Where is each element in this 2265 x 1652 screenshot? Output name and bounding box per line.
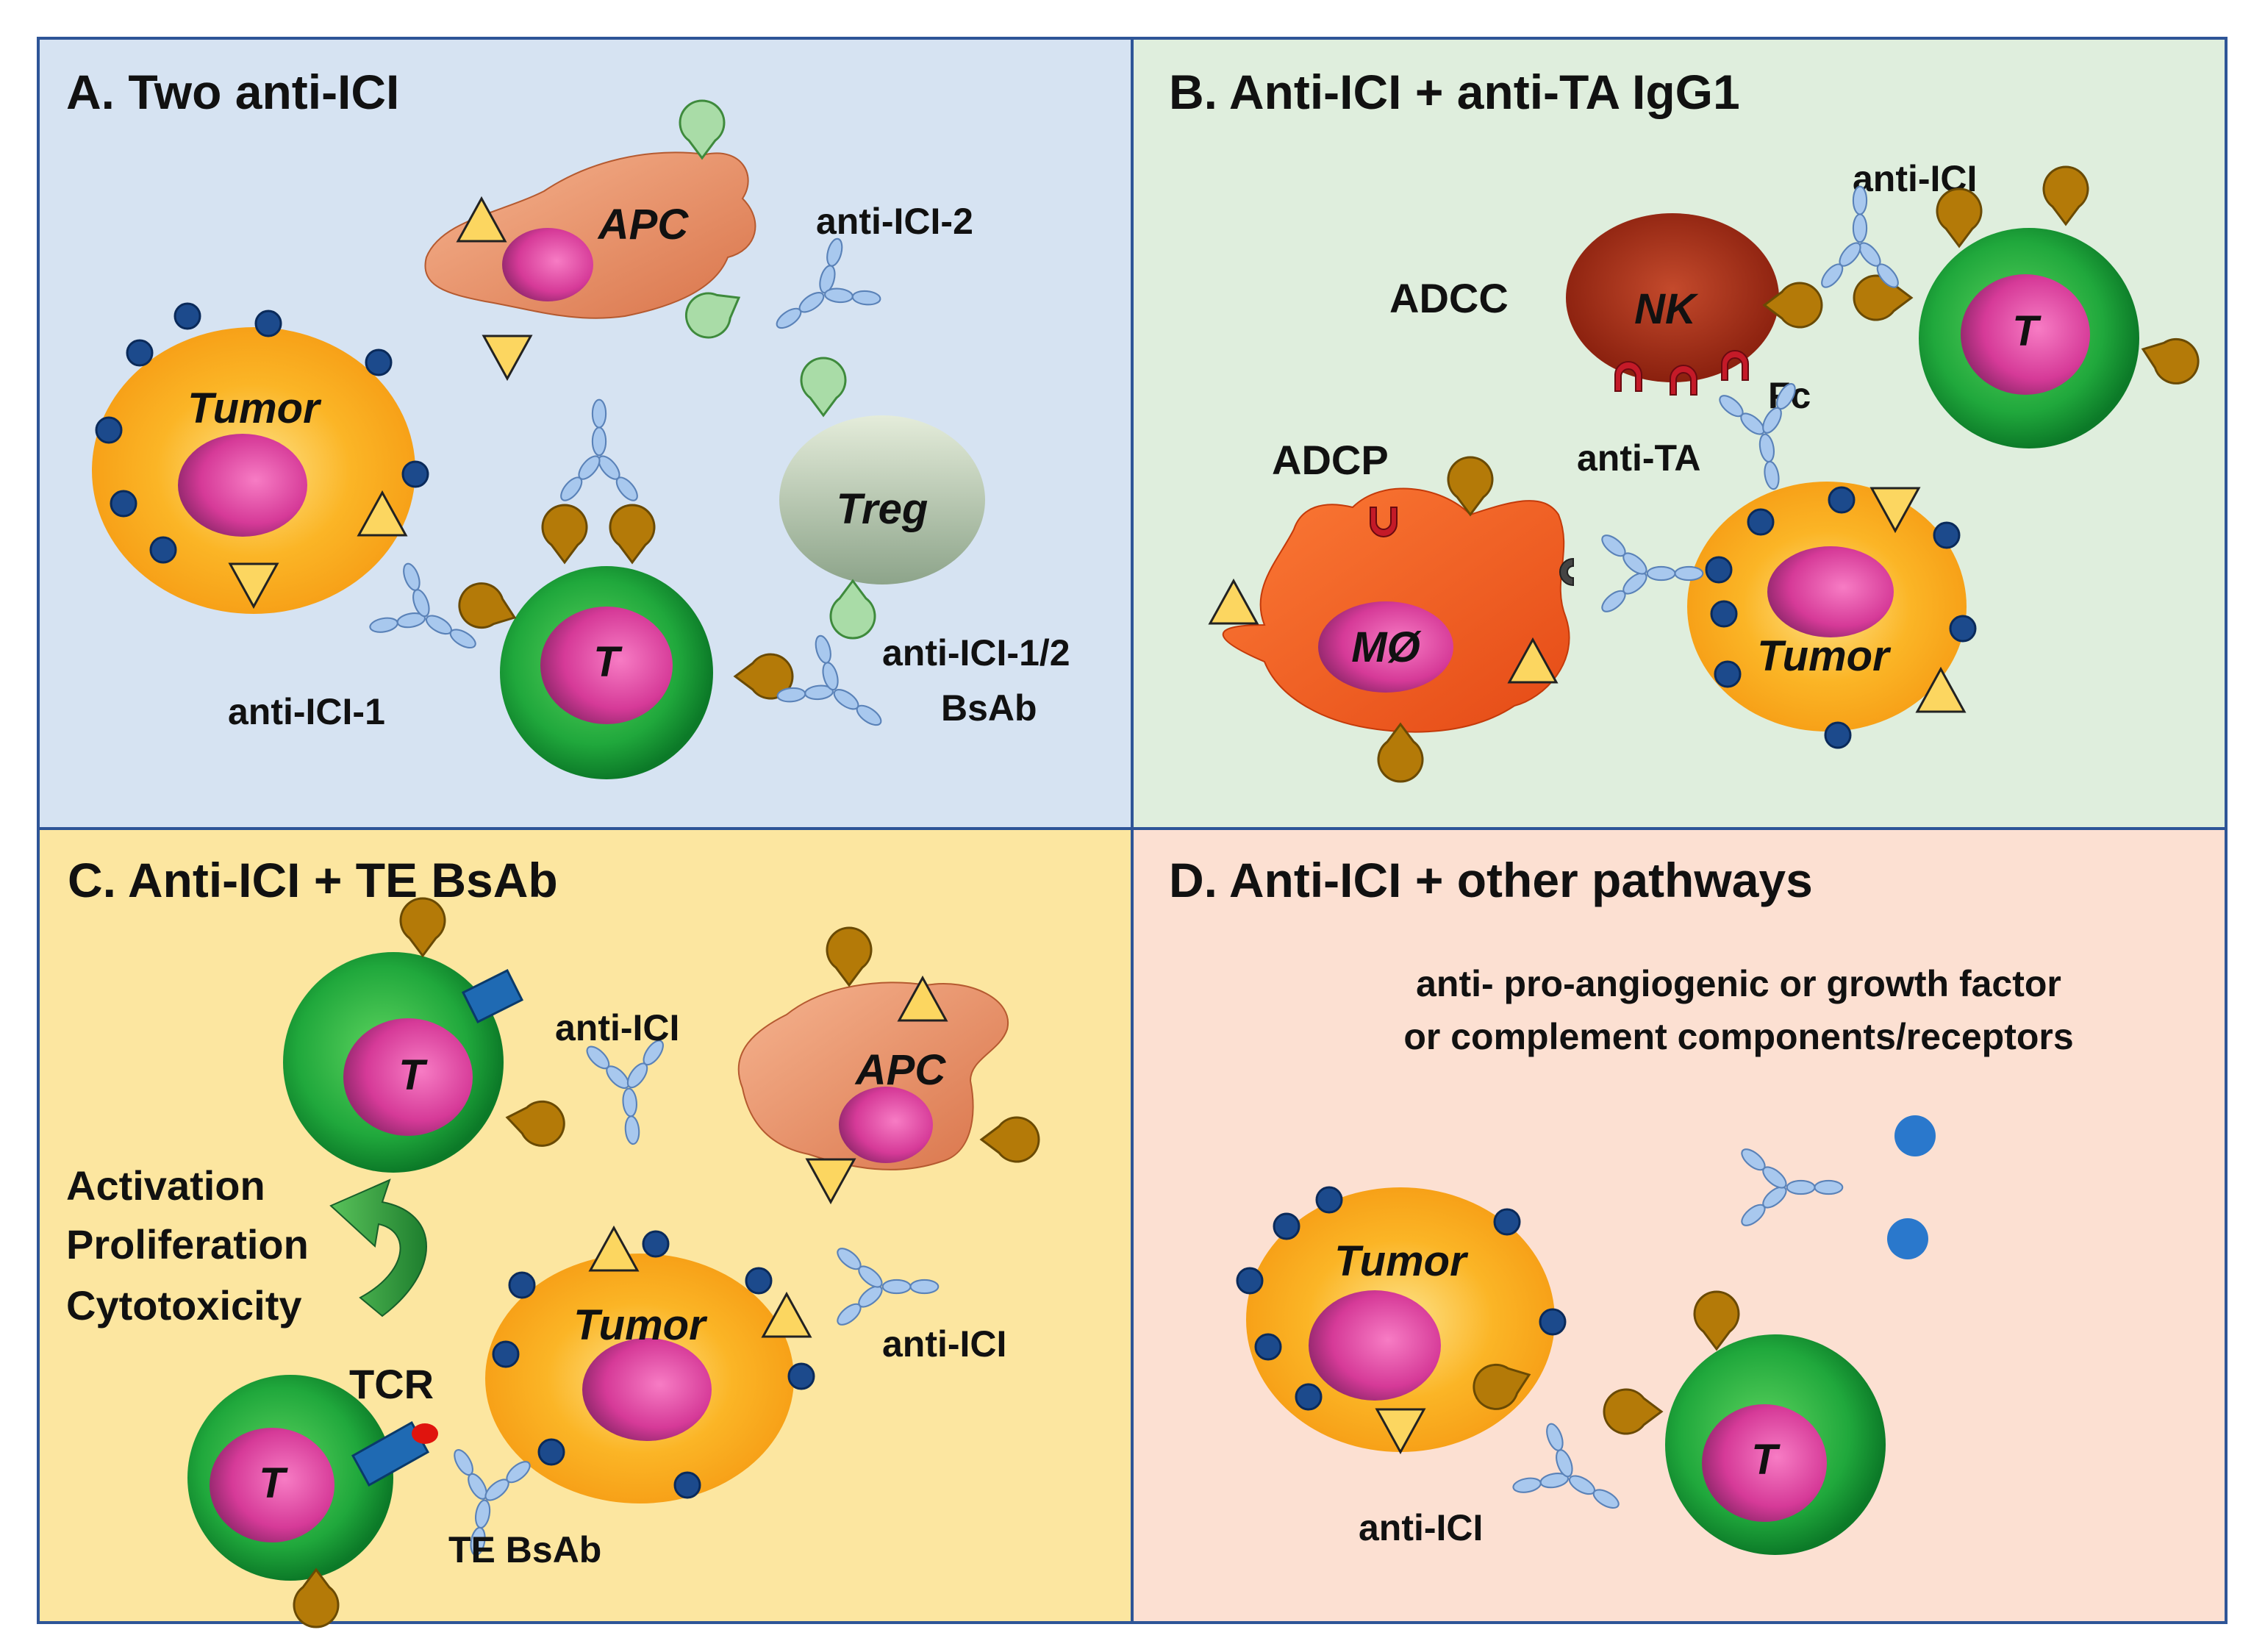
apc-cell-a: APC	[424, 151, 756, 319]
antigen-dot	[1295, 1383, 1323, 1411]
antigen-dot	[173, 302, 201, 330]
antigen-dot	[254, 310, 282, 337]
tumor-cell-c: Tumor	[485, 1254, 794, 1503]
anti-ici-label-c-top: anti-ICI	[555, 1007, 679, 1048]
activation-label: Activation	[66, 1162, 265, 1209]
nk-cell: NK	[1566, 213, 1779, 382]
panel-c-title: C. Anti-ICI + TE BsAb	[68, 853, 558, 907]
tcr-label: TCR	[349, 1361, 434, 1407]
antigen-dot	[95, 416, 123, 444]
antigen-dot	[1949, 615, 1977, 643]
fc-receptor-dark-icon	[1559, 557, 1574, 587]
anti-ici-2-label: anti-ICI-2	[816, 201, 973, 242]
anti-ici-1-label: anti-ICI-1	[228, 691, 385, 732]
antigen-dot	[1493, 1208, 1521, 1236]
antigen-dot	[673, 1471, 701, 1499]
antigen-dot	[1824, 721, 1852, 749]
antigen-dot	[642, 1230, 670, 1258]
proliferation-label: Proliferation	[66, 1221, 309, 1267]
t-label-a: T	[593, 638, 623, 686]
pathway-label-line2: or complement components/receptors	[1403, 1016, 2073, 1057]
nk-label: NK	[1634, 285, 1699, 333]
tcr-icon	[351, 1420, 430, 1487]
treg-label: Treg	[837, 485, 928, 533]
t-cell-c-bottom: T	[187, 1375, 393, 1581]
ligand-dot	[1894, 1115, 1936, 1156]
pathway-label-line1: anti- pro-angiogenic or growth factor	[1416, 963, 2061, 1004]
antigen-dot	[1828, 486, 1856, 514]
cytotoxicity-label: Cytotoxicity	[66, 1282, 302, 1329]
anti-ici-label-d: anti-ICI	[1359, 1507, 1483, 1548]
panel-a: A. Two anti-ICI Tumor APC Treg	[37, 37, 1134, 830]
antigen-dot	[745, 1267, 773, 1295]
antigen-dot	[1933, 521, 1961, 549]
antigen-dot	[110, 490, 137, 518]
macrophage-cell: MØ	[1222, 487, 1570, 733]
activation-arrow-icon	[329, 1179, 427, 1317]
t-label-c-bottom: T	[259, 1459, 288, 1507]
antigen-dot	[537, 1438, 565, 1466]
antigen-dot	[508, 1271, 536, 1299]
antigen-dot	[126, 339, 154, 367]
tcr-icon	[461, 968, 524, 1024]
tumor-label-a: Tumor	[187, 385, 322, 432]
antigen-dot	[1747, 508, 1775, 536]
antigen-dot	[1539, 1308, 1567, 1336]
t-label-d: T	[1751, 1436, 1781, 1484]
antigen-dot	[401, 460, 429, 488]
panel-b: B. Anti-ICI + anti-TA IgG1 ADCC ADCP ant…	[1131, 37, 2228, 830]
antigen-dot	[1273, 1212, 1300, 1240]
antigen-dot	[492, 1340, 520, 1368]
anti-ta-label: anti-TA	[1577, 437, 1700, 479]
t-label-c-top: T	[398, 1051, 428, 1099]
t-cell-c-top: T	[283, 952, 504, 1173]
t-cell-a: T	[500, 566, 713, 779]
antigen-dot	[149, 536, 177, 564]
t-cell-d: T	[1665, 1334, 1886, 1555]
apc-label-c: APC	[854, 1046, 947, 1094]
panel-d-title: D. Anti-ICI + other pathways	[1169, 853, 1813, 907]
tumor-label-c: Tumor	[573, 1301, 708, 1349]
ligand-dot	[1887, 1218, 1928, 1259]
macrophage-label: MØ	[1351, 623, 1421, 671]
panel-b-title: B. Anti-ICI + anti-TA IgG1	[1169, 65, 1740, 119]
antigen-dot	[1315, 1186, 1343, 1214]
bsab-label-line1: anti-ICI-1/2	[882, 632, 1070, 673]
tumor-cell-b: Tumor	[1687, 482, 1967, 732]
antigen-dot	[1714, 660, 1742, 688]
panel-c: C. Anti-ICI + TE BsAb T APC Tumor	[37, 827, 1134, 1628]
antigen-dot	[787, 1362, 815, 1390]
antigen-dot	[1705, 556, 1733, 584]
apc-cell-c: APC	[737, 981, 1009, 1170]
antigen-dot	[1254, 1333, 1282, 1361]
t-label-b: T	[2012, 307, 2042, 355]
panel-a-title: A. Two anti-ICI	[66, 65, 399, 119]
panel-d: D. Anti-ICI + other pathways anti- pro-a…	[1131, 827, 2228, 1624]
adcp-label: ADCP	[1272, 437, 1389, 483]
anti-ici-label-c-right: anti-ICI	[882, 1323, 1006, 1365]
antigen-dot	[365, 348, 393, 376]
tumor-label-d: Tumor	[1334, 1237, 1469, 1285]
tumor-label-b: Tumor	[1757, 632, 1892, 680]
antigen-dot	[1710, 600, 1738, 628]
te-bsab-label: TE BsAb	[448, 1529, 601, 1570]
antigen-dot	[1236, 1267, 1264, 1295]
t-cell-b: T	[1919, 228, 2139, 448]
adcc-label: ADCC	[1389, 275, 1509, 321]
treg-cell: Treg	[779, 415, 985, 584]
apc-label-a: APC	[597, 201, 690, 248]
tcr-binding-icon	[412, 1423, 438, 1444]
bsab-label-line2: BsAb	[941, 687, 1037, 729]
